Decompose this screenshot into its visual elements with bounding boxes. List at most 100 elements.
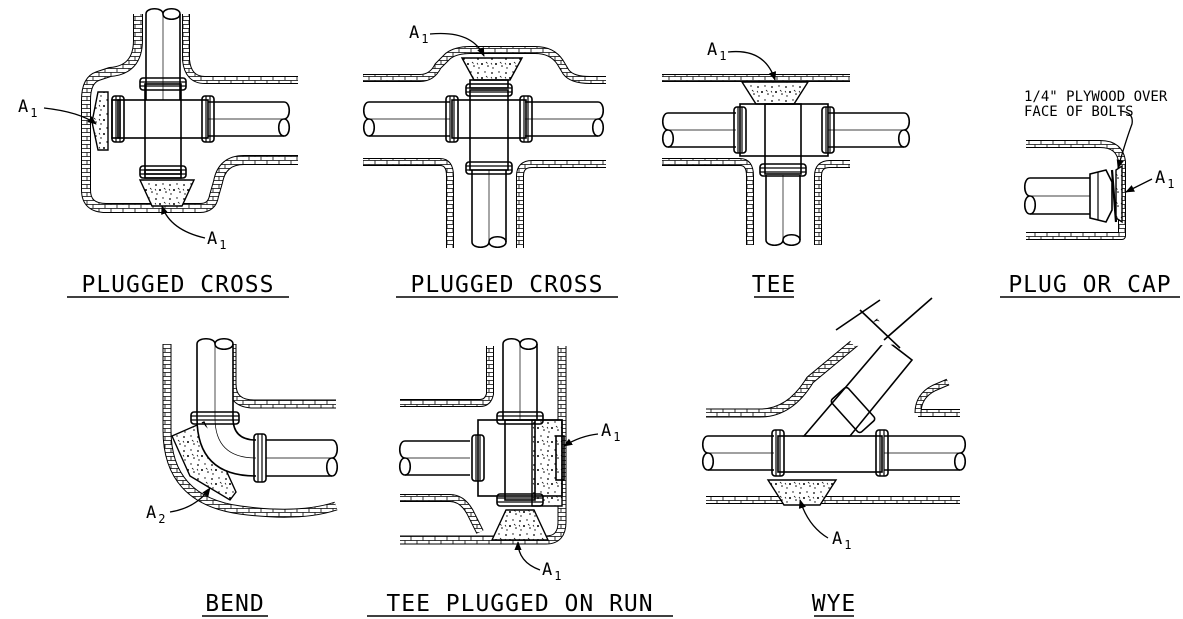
trench-wall-hatch <box>363 47 606 83</box>
flange <box>253 433 267 483</box>
caption-wye: WYE <box>812 591 857 617</box>
pipe-end <box>471 235 507 249</box>
fitting-body <box>504 419 536 501</box>
cap-fitting <box>1089 169 1113 223</box>
flange <box>471 434 485 482</box>
trench-wall-hatch <box>517 161 606 248</box>
detail-drawings <box>43 7 1153 571</box>
flange <box>465 83 513 97</box>
caption-plugged-cross-1: PLUGGED CROSS <box>81 272 274 298</box>
detail-plug-or-cap <box>1023 110 1153 240</box>
pipe-edge <box>883 297 933 341</box>
flange <box>519 95 533 143</box>
trench-wall <box>814 160 850 245</box>
pipe-end <box>701 435 715 471</box>
pipe-end <box>362 101 376 137</box>
flange <box>190 411 240 425</box>
flange <box>759 163 807 177</box>
fitting-body <box>764 103 802 175</box>
pipe-end <box>953 435 967 471</box>
trench-wall-hatch <box>363 159 453 248</box>
trench-wall-hatch <box>706 319 883 417</box>
flange <box>733 106 747 154</box>
plywood <box>1110 169 1118 223</box>
detail-bend <box>162 337 339 518</box>
plug <box>555 435 565 481</box>
trench-wall-hatch <box>815 161 850 245</box>
pipe-centerline <box>214 417 257 459</box>
caption-bend: BEND <box>205 591 264 617</box>
pipe-end <box>277 101 291 137</box>
trench-wall <box>227 344 336 409</box>
trench-wall <box>363 158 454 248</box>
detail-tee-plugged-on-run <box>398 337 599 571</box>
pipe-end <box>325 439 339 477</box>
note-plywood-line2: FACE OF BOLTS <box>1024 104 1134 120</box>
trench-wall-hatch <box>228 344 336 408</box>
trench-wall-hatch <box>915 379 949 414</box>
pipe-end <box>661 112 675 148</box>
flange <box>139 165 187 179</box>
fitting-body <box>451 99 527 139</box>
detail-plugged-cross-1 <box>43 7 298 239</box>
pipe-edge <box>859 309 901 349</box>
leader-arrow <box>169 487 211 513</box>
trench-wall-hatch <box>163 344 338 517</box>
pipe-end <box>398 440 412 476</box>
flange <box>875 429 889 477</box>
fitting-body <box>469 89 509 171</box>
trench-wall <box>182 14 298 84</box>
flange <box>496 411 544 425</box>
plug <box>111 99 121 139</box>
detail-tee <box>661 50 911 247</box>
flange <box>830 386 876 434</box>
pipe-end <box>1023 177 1037 215</box>
pipe-end <box>196 337 234 351</box>
thrust-block <box>531 419 563 507</box>
flange <box>821 106 835 154</box>
trench-wall-hatch <box>400 346 493 406</box>
leader-arrow <box>727 50 777 81</box>
detail-plugged-cross-2 <box>362 32 606 249</box>
thrust-block <box>138 179 196 207</box>
pipe-end <box>765 233 801 247</box>
flange <box>445 95 459 143</box>
thrust-block <box>1115 164 1123 224</box>
trench-wall-hatch <box>662 159 753 245</box>
thrust-block <box>766 479 838 506</box>
caption-tee-plugged-on-run: TEE PLUGGED ON RUN <box>386 591 653 617</box>
detail-wye <box>701 297 967 539</box>
leader-arrow <box>1116 110 1133 169</box>
flange <box>771 429 785 477</box>
trench-wall-hatch <box>82 14 298 212</box>
pipe-edge <box>835 299 881 331</box>
trench-wall <box>516 160 606 248</box>
trench-wall-hatch <box>183 14 298 83</box>
caption-tee: TEE <box>752 272 797 298</box>
leader-arrow <box>514 541 541 571</box>
leader-arrow <box>43 107 97 125</box>
trench-wall-hatch <box>400 495 483 534</box>
trench-wall <box>400 494 484 534</box>
trench-wall <box>400 346 494 407</box>
pipe-end <box>502 337 538 351</box>
bend-body <box>196 417 257 477</box>
trench-wall <box>662 158 754 245</box>
flange <box>465 161 513 175</box>
thrust-block <box>740 81 810 105</box>
note-plywood-line1: 1/4" PLYWOOD OVER <box>1024 89 1168 105</box>
flange <box>201 95 215 143</box>
leader-arrow <box>429 32 485 57</box>
fitting-body <box>117 99 209 139</box>
wye-branch <box>802 338 914 437</box>
thrust-block <box>171 421 237 501</box>
caption-underlines <box>67 296 1180 617</box>
